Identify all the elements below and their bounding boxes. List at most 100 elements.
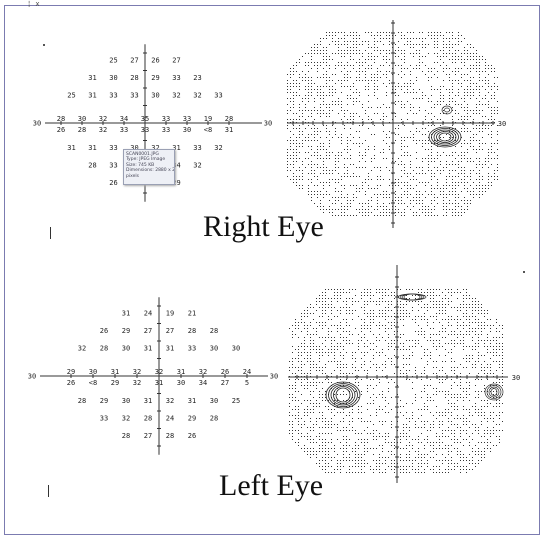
right-eye-map-dot: [458, 164, 459, 165]
left-eye-map-dot: [304, 415, 305, 416]
right-eye-map-dot: [290, 77, 291, 78]
right-eye-map-dot: [434, 53, 435, 54]
right-eye-map-dot: [416, 77, 417, 78]
left-eye-map-dot: [418, 448, 419, 449]
left-eye-map-dot: [367, 316, 368, 317]
left-eye-map-dot: [373, 322, 374, 323]
right-eye-map-dot: [293, 95, 294, 96]
right-eye-map-dot: [293, 179, 294, 180]
right-eye-map-dot: [479, 161, 480, 162]
right-eye-map-dot: [443, 95, 444, 96]
left-eye-map-dot: [466, 355, 467, 356]
right-eye-map-dot: [377, 203, 378, 204]
left-eye-map-dot: [379, 334, 380, 335]
left-eye-threshold-value: 28: [100, 345, 108, 353]
left-eye-map-dot: [361, 337, 362, 338]
left-eye-map-dot: [415, 469, 416, 470]
left-eye-map-dot: [334, 295, 335, 296]
right-eye-map-dot: [317, 89, 318, 90]
right-eye-map-dot: [380, 35, 381, 36]
left-eye-map-dot: [346, 436, 347, 437]
left-eye-threshold-value: 29: [100, 397, 108, 405]
right-eye-map-dot: [470, 56, 471, 57]
right-eye-map-dot: [482, 143, 483, 144]
left-eye-map-dot: [394, 460, 395, 461]
left-eye-map-dot: [442, 382, 443, 383]
right-eye-map-dot: [341, 56, 342, 57]
right-eye-map-dot: [479, 188, 480, 189]
left-eye-map-dot: [322, 310, 323, 311]
left-eye-map-dot: [397, 316, 398, 317]
right-eye-map-dot: [449, 50, 450, 51]
left-eye-map-dot: [367, 451, 368, 452]
right-eye-map-dot: [461, 158, 462, 159]
left-eye-map-dot: [433, 367, 434, 368]
left-eye-map-dot: [460, 436, 461, 437]
right-eye-map-dot: [461, 74, 462, 75]
right-eye-map-dot: [371, 206, 372, 207]
left-eye-map-dot: [475, 328, 476, 329]
right-eye-map-dot: [311, 134, 312, 135]
right-eye-map-dot: [350, 122, 351, 123]
right-eye-map-dot: [401, 146, 402, 147]
left-eye-map-dot: [463, 343, 464, 344]
right-eye-map-dot: [434, 188, 435, 189]
left-eye-map-dot: [358, 349, 359, 350]
right-eye-map-dot: [371, 197, 372, 198]
right-eye-map-dot: [431, 185, 432, 186]
right-eye-map-dot: [419, 89, 420, 90]
right-eye-threshold-value: 30: [183, 126, 191, 134]
right-eye-map-dot: [449, 68, 450, 69]
left-eye-map-dot: [373, 313, 374, 314]
left-eye-map-dot: [400, 454, 401, 455]
right-eye-map-dot: [311, 194, 312, 195]
right-eye-map-dot: [443, 194, 444, 195]
left-eye-map-dot: [301, 418, 302, 419]
right-eye-map-dot: [374, 41, 375, 42]
left-eye-map-dot: [403, 424, 404, 425]
left-eye-map-dot: [361, 454, 362, 455]
left-eye-map-dot: [367, 292, 368, 293]
right-eye-map-dot: [332, 122, 333, 123]
left-eye-map-dot: [427, 394, 428, 395]
left-eye-map-dot: [463, 301, 464, 302]
left-eye-map-dot: [376, 364, 377, 365]
right-eye-map-dot: [389, 32, 390, 33]
right-eye-map-dot: [314, 83, 315, 84]
right-eye-map-dot: [338, 200, 339, 201]
right-eye-map-dot: [497, 125, 498, 126]
right-eye-map-dot: [326, 35, 327, 36]
left-eye-map-dot: [310, 394, 311, 395]
right-eye-map-dot: [476, 89, 477, 90]
right-eye-map-dot: [455, 62, 456, 63]
left-eye-map-dot: [418, 418, 419, 419]
right-eye-map-dot: [299, 131, 300, 132]
right-eye-map-dot: [449, 44, 450, 45]
right-eye-map-dot: [335, 128, 336, 129]
left-eye-map-dot: [493, 373, 494, 374]
left-eye-map-dot: [463, 388, 464, 389]
left-eye-map-dot: [400, 334, 401, 335]
left-eye-threshold-value: 25: [232, 397, 240, 405]
left-eye-map-dot: [436, 367, 437, 368]
right-eye-map-dot: [353, 32, 354, 33]
left-eye-map-dot: [358, 406, 359, 407]
right-eye-map-dot: [317, 176, 318, 177]
right-eye-map-dot: [473, 161, 474, 162]
right-eye-map-dot: [479, 65, 480, 66]
left-eye-map-dot: [382, 298, 383, 299]
left-eye-map-dot: [340, 325, 341, 326]
right-eye-map-dot: [434, 200, 435, 201]
right-eye-map-dot: [497, 149, 498, 150]
left-eye-map-dot: [352, 301, 353, 302]
right-eye-map-dot: [398, 56, 399, 57]
right-eye-map-dot: [470, 53, 471, 54]
right-eye-threshold-value: 29: [172, 179, 180, 187]
right-eye-map-dot: [296, 143, 297, 144]
left-eye-map-dot: [331, 310, 332, 311]
left-eye-map-dot: [403, 343, 404, 344]
left-eye-map-dot: [421, 391, 422, 392]
left-eye-map-dot: [448, 289, 449, 290]
left-eye-map-dot: [499, 430, 500, 431]
left-eye-map-dot: [478, 454, 479, 455]
